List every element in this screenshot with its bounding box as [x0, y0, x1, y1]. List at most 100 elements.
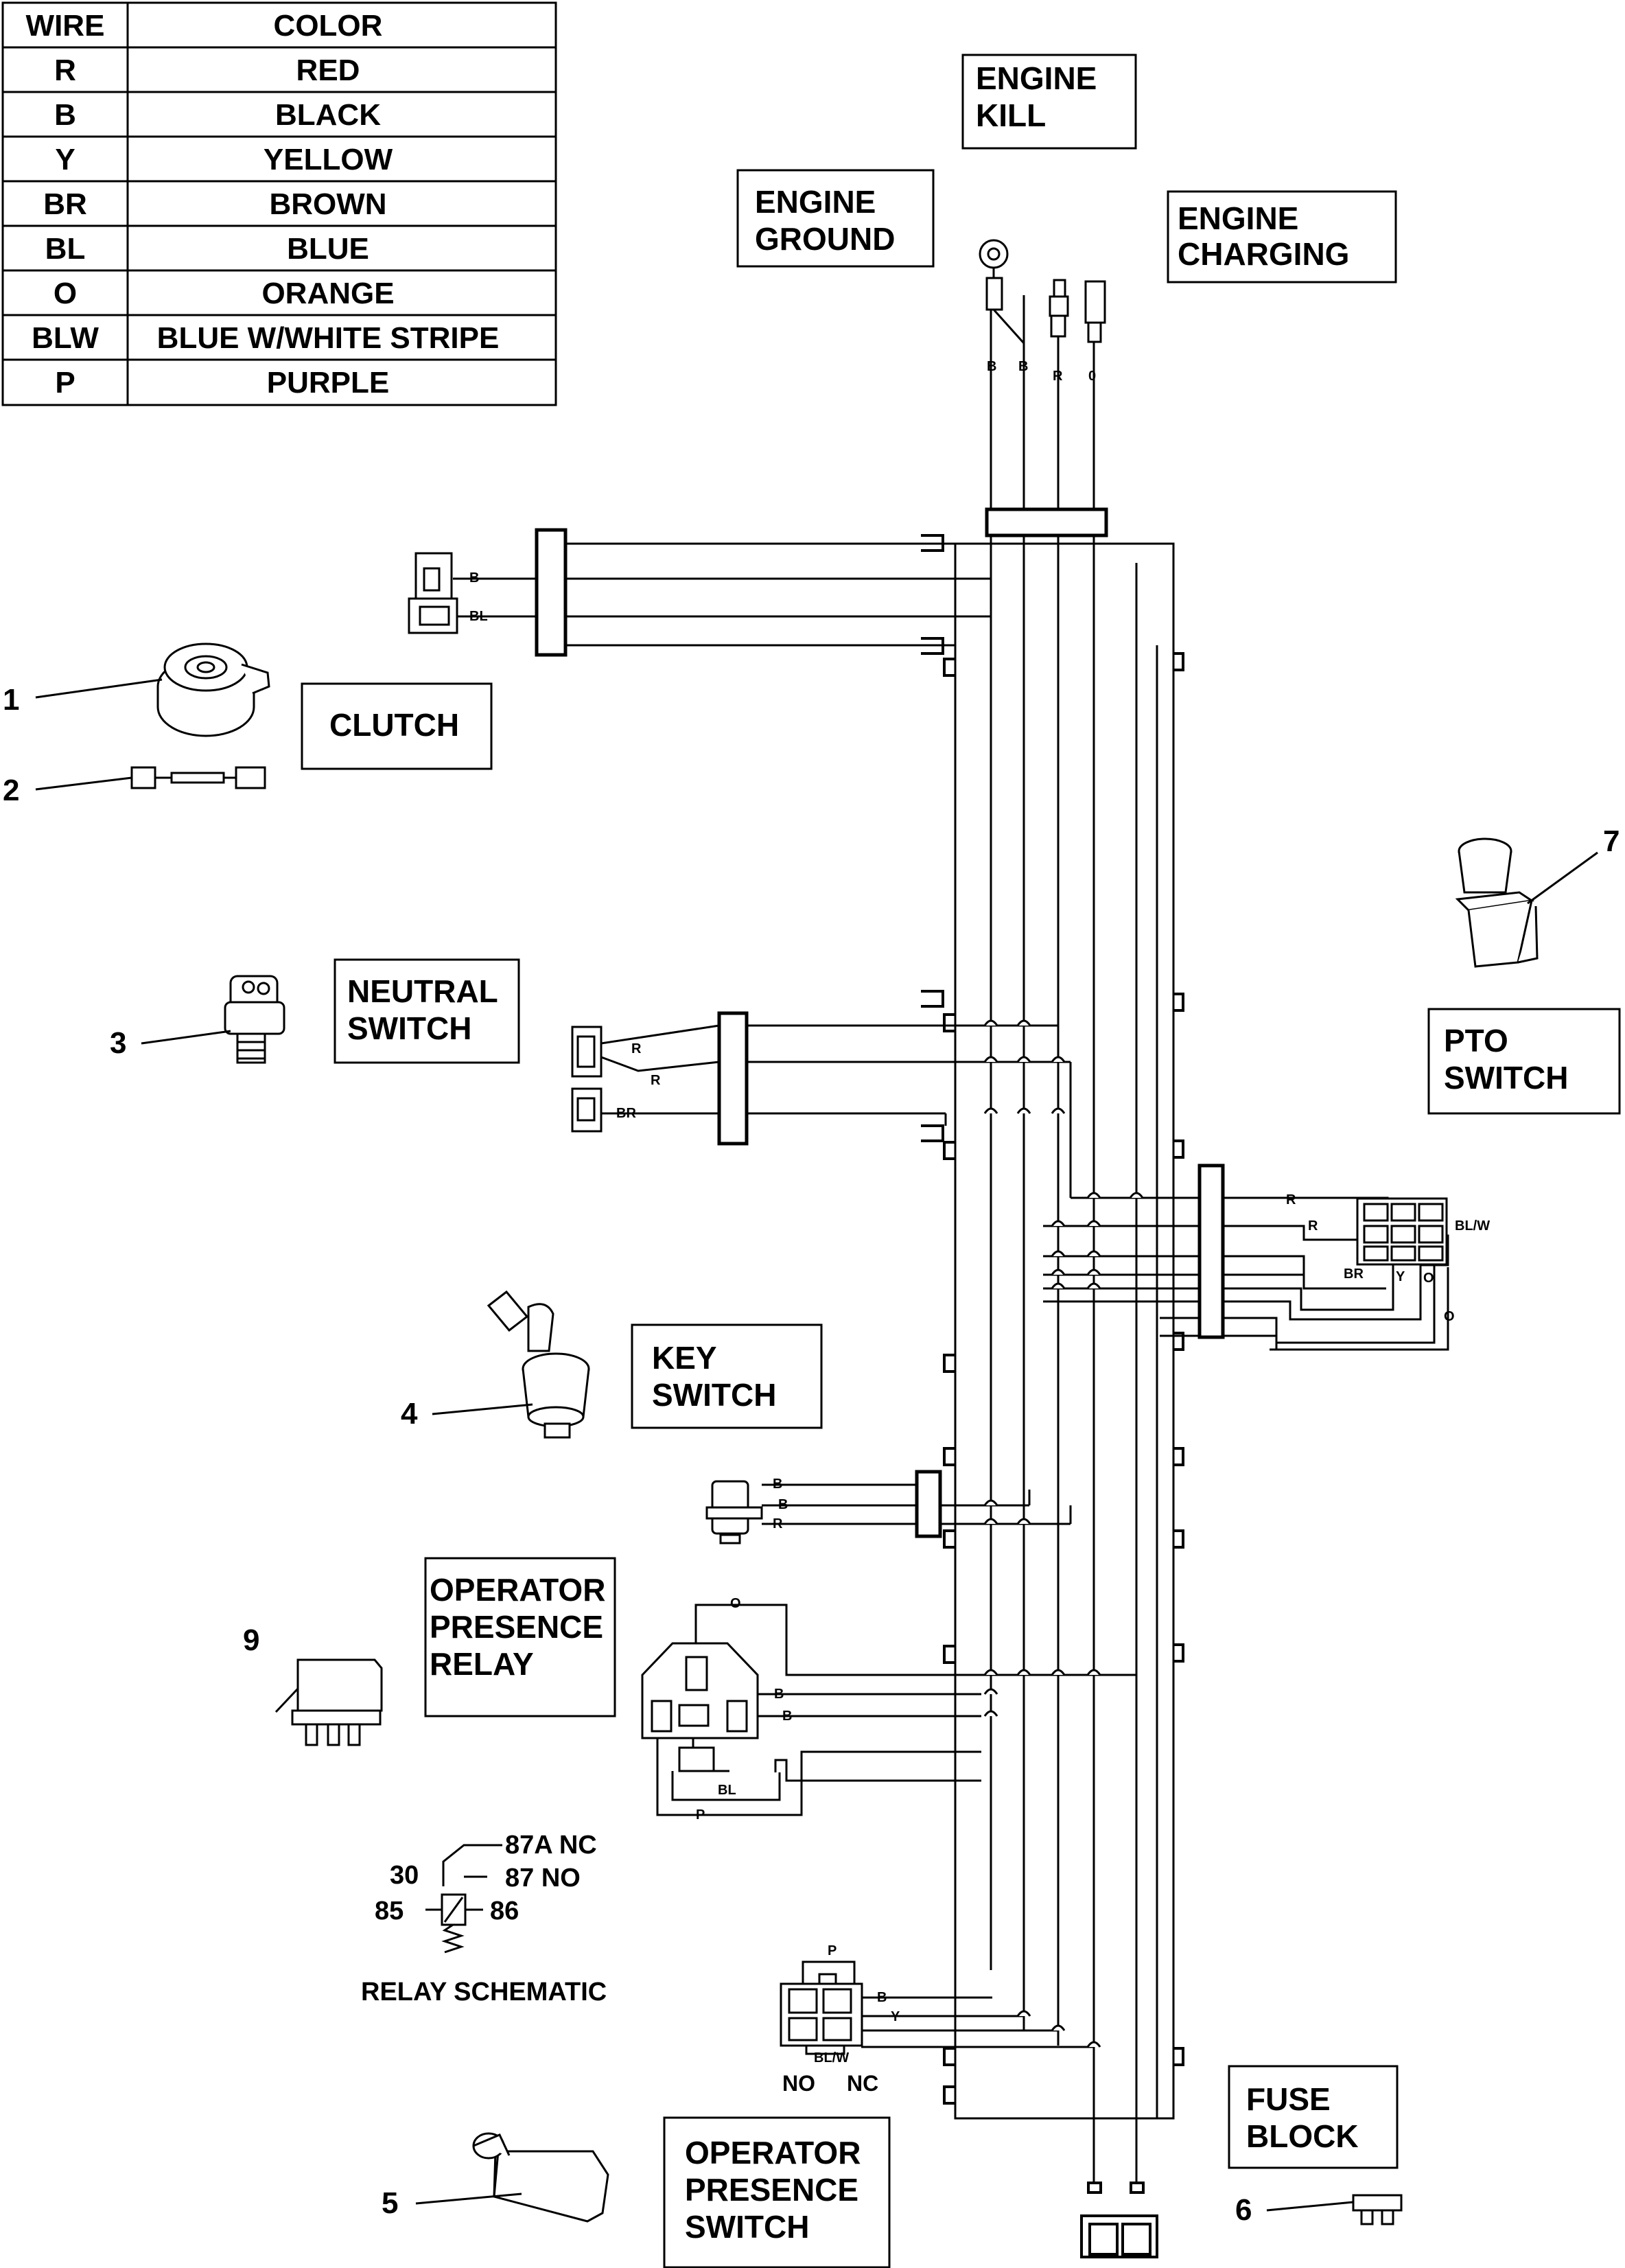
relay-pin-85: 85: [375, 1897, 404, 1925]
callout-1: 1: [3, 683, 19, 717]
svg-text:ENGINE: ENGINE: [1178, 200, 1298, 236]
svg-text:SWITCH: SWITCH: [1444, 1060, 1568, 1096]
wire-label: O: [1444, 1309, 1455, 1324]
callout-9: 9: [243, 1623, 259, 1657]
engine-kill-label: ENGINE KILL: [961, 54, 1137, 150]
neutral-switch-label: NEUTRAL SWITCH: [334, 958, 520, 1064]
svg-text:GROUND: GROUND: [755, 221, 895, 257]
svg-text:FUSE: FUSE: [1246, 2081, 1331, 2117]
engine-ground-label: ENGINE GROUND: [736, 169, 935, 268]
callout-7: 7: [1603, 824, 1620, 858]
engine-charging-label: ENGINE CHARGING: [1167, 190, 1397, 284]
wire-label: R: [1308, 1218, 1318, 1234]
fuse-block-connector: [1080, 2182, 1158, 2258]
legend-color-name: BLUE: [287, 232, 369, 266]
key-switch-illustration: [487, 1290, 590, 1439]
operator-presence-switch-illustration: [472, 2132, 609, 2223]
wire-label: B: [778, 1497, 788, 1512]
svg-text:OPERATOR: OPERATOR: [430, 1572, 605, 1608]
wire-color-legend: WIRE COLOR R RED B BLACK Y YELLOW BR BRO…: [1, 1, 557, 406]
wire-label: O: [1423, 1271, 1434, 1286]
svg-text:KILL: KILL: [976, 97, 1046, 133]
wire-label: B: [469, 570, 479, 586]
svg-text:ENGINE: ENGINE: [755, 184, 876, 220]
ops-nc-label: NC: [847, 2071, 878, 2096]
neutral-switch-illustration: [224, 975, 285, 1064]
key-switch-connector: [705, 1480, 763, 1544]
legend-wire-code: BR: [43, 187, 87, 221]
legend-wire-code: R: [54, 54, 76, 87]
legend-color-name: PURPLE: [267, 366, 389, 400]
wire-label: BL: [718, 1783, 736, 1798]
legend-wire-code: BLW: [32, 321, 99, 355]
legend-wire-code: BL: [45, 232, 86, 266]
fuse-block-label: FUSE BLOCK: [1228, 2065, 1399, 2169]
svg-text:SWITCH: SWITCH: [347, 1010, 471, 1046]
legend-wire-code: P: [55, 366, 75, 400]
wire-label: R: [651, 1073, 661, 1088]
callout-4: 4: [401, 1397, 418, 1431]
svg-text:OPERATOR: OPERATOR: [685, 2135, 861, 2171]
wire-label: Y: [891, 2009, 900, 2024]
harness-clips: [921, 534, 1184, 2105]
neutral-switch-connector: [571, 1024, 720, 1133]
wire-label: B: [987, 359, 996, 374]
legend-color-name: BLUE W/WHITE STRIPE: [157, 321, 500, 355]
svg-text:PRESENCE: PRESENCE: [430, 1609, 603, 1645]
harness-sleeves: [535, 507, 1225, 1538]
legend-color-name: BLACK: [275, 98, 381, 132]
wire-label: R: [773, 1516, 783, 1531]
legend-color-name: ORANGE: [261, 277, 394, 310]
svg-text:PRESENCE: PRESENCE: [685, 2172, 858, 2208]
callout-2: 2: [3, 774, 19, 807]
svg-text:CHARGING: CHARGING: [1178, 236, 1349, 272]
svg-text:KEY: KEY: [652, 1340, 717, 1376]
wire-label: B: [773, 1477, 782, 1492]
wire-label: P: [696, 1807, 705, 1822]
wire-label: O: [730, 1596, 741, 1611]
wire-label: R: [631, 1041, 642, 1056]
svg-text:BLOCK: BLOCK: [1246, 2118, 1359, 2154]
callout-6: 6: [1235, 2193, 1252, 2227]
relay-schematic-title: RELAY SCHEMATIC: [361, 1978, 607, 2006]
relay-schematic: 30 87A NC 87 NO 85 86 RELAY SCHEMATIC: [361, 1831, 607, 2006]
wire-label: R: [1286, 1192, 1296, 1207]
callout-leaders: [35, 678, 1598, 2212]
wire-crossovers: [983, 1019, 1144, 2048]
key-switch-label: KEY SWITCH: [631, 1323, 823, 1429]
clutch-illustration: [156, 643, 270, 737]
main-harness: [453, 288, 1449, 2183]
clutch-connector: [408, 552, 458, 634]
clutch-label: CLUTCH: [301, 682, 493, 770]
svg-text:RELAY: RELAY: [430, 1646, 534, 1682]
wire-label: BL/W: [814, 2050, 849, 2066]
operator-presence-switch-label: OPERATOR PRESENCE SWITCH: [663, 2116, 891, 2268]
relay-socket: [641, 1642, 759, 1772]
svg-text:PTO: PTO: [1444, 1023, 1508, 1058]
wire-label: B: [1018, 359, 1028, 374]
operator-presence-switch-connector: [780, 1973, 863, 2047]
svg-text:ENGINE: ENGINE: [976, 60, 1097, 96]
legend-wire-code: Y: [55, 143, 75, 176]
pto-switch-connector: [1356, 1197, 1448, 1266]
wire-label: P: [828, 1943, 837, 1958]
legend-header-color: COLOR: [274, 9, 383, 43]
callout-5: 5: [382, 2186, 398, 2220]
legend-wire-code: B: [54, 98, 76, 132]
operator-presence-relay-label: OPERATOR PRESENCE RELAY: [424, 1557, 616, 1717]
wire-label: BR: [1344, 1266, 1364, 1282]
svg-text:NEUTRAL: NEUTRAL: [347, 973, 498, 1009]
wire-label: BL: [469, 609, 488, 624]
ops-no-label: NO: [782, 2071, 815, 2096]
wire-label: B: [782, 1709, 792, 1724]
relay-illustration: [291, 1658, 383, 1746]
relay-pin-30: 30: [390, 1861, 419, 1890]
legend-color-name: BROWN: [269, 187, 386, 221]
relay-pin-86: 86: [490, 1897, 519, 1925]
wire-label: BL/W: [1455, 1218, 1490, 1234]
svg-text:SWITCH: SWITCH: [685, 2209, 809, 2245]
wire-label: B: [877, 1990, 887, 2005]
callout-3: 3: [110, 1026, 126, 1060]
wire-label: R: [1053, 369, 1063, 384]
